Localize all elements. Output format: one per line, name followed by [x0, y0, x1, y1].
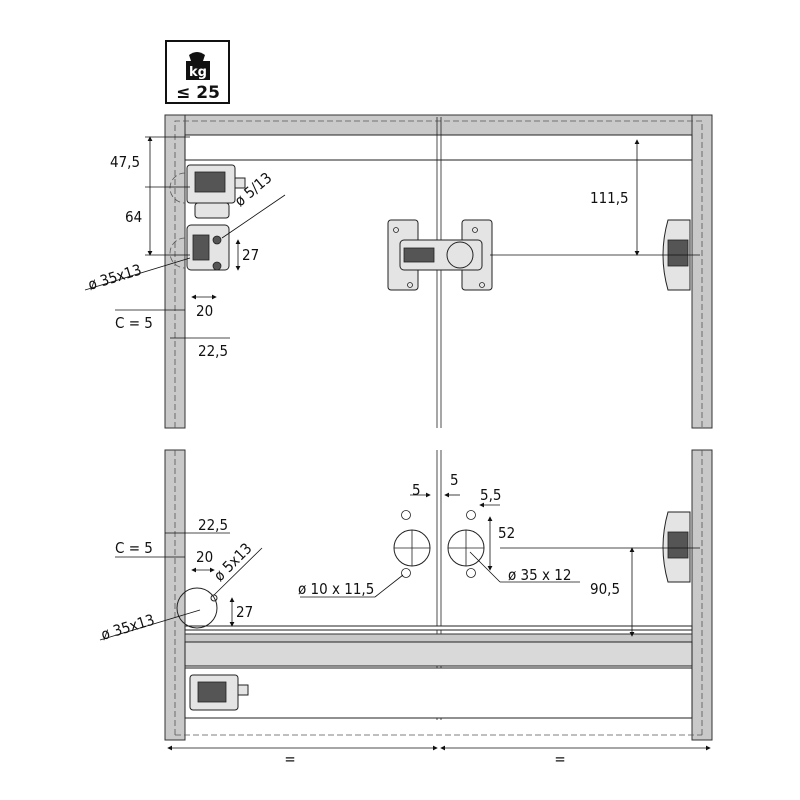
- dim-5x13: ø 5x13: [210, 539, 255, 584]
- dim-c5: C = 5: [115, 314, 153, 332]
- dim-35x13: ø 35x13: [86, 261, 144, 294]
- dim-20: 20: [196, 302, 213, 320]
- center-hinge: [387, 219, 493, 291]
- weight-unit: kg: [189, 65, 207, 80]
- dim-35x12: ø 35 x 12: [508, 566, 571, 584]
- dim-35x13-lower: ø 35x13: [99, 611, 157, 644]
- dim-5-13: ø 5/13: [231, 169, 275, 210]
- dim-22-5: 22,5: [198, 342, 228, 360]
- dim-47-5: 47,5: [110, 153, 140, 171]
- dim-20-lower: 20: [196, 548, 213, 566]
- dim-5-left: 5: [412, 481, 421, 499]
- weight-limit: ≤ 25: [176, 83, 220, 103]
- lower-cabinet: [164, 449, 713, 741]
- dim-111-5: 111,5: [590, 189, 629, 207]
- dim-5-right: 5: [450, 471, 459, 489]
- load-capacity-badge: kg ≤ 25: [165, 40, 230, 104]
- dim-5-5: 5,5: [480, 486, 501, 504]
- dim-64: 64: [125, 208, 142, 226]
- dim-27: 27: [242, 246, 259, 264]
- dim-10x11-5: ø 10 x 11,5: [298, 580, 374, 598]
- dim-22-5-lower: 22,5: [198, 516, 228, 534]
- dim-c5-lower: C = 5: [115, 539, 153, 557]
- weight-icon: [189, 52, 205, 61]
- equal-width-left: =: [284, 750, 295, 768]
- dim-90-5: 90,5: [590, 580, 620, 598]
- dim-52: 52: [498, 524, 515, 542]
- upper-cabinet: [164, 114, 713, 429]
- equal-width-right: =: [554, 750, 565, 768]
- dim-27-lower: 27: [236, 603, 253, 621]
